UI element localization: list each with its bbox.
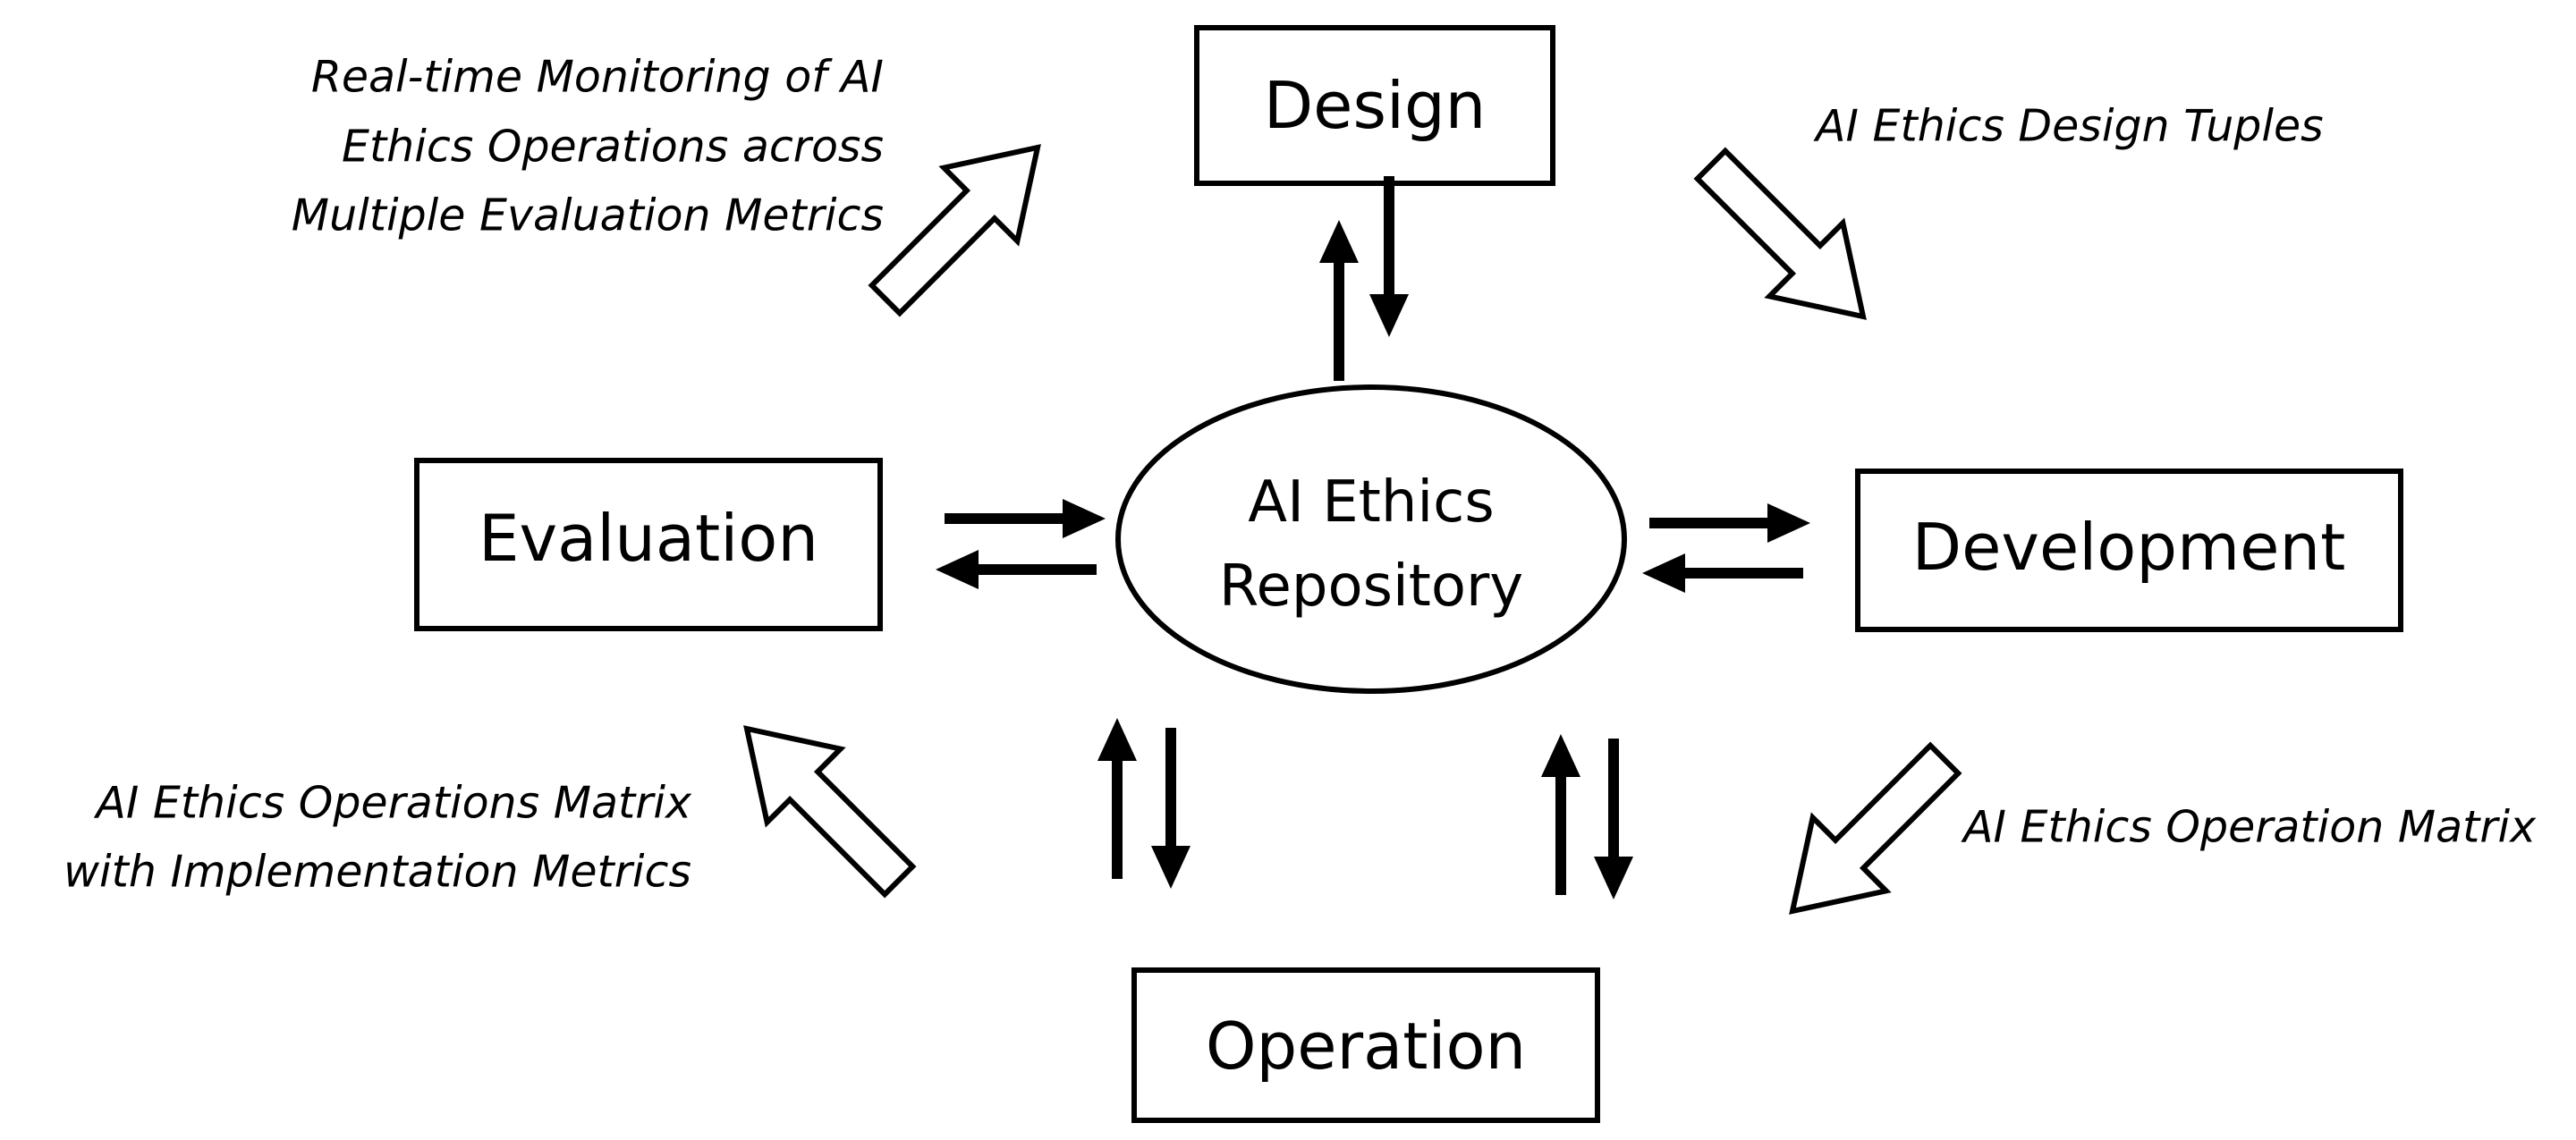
flow-label-evaluation-to-design-line2: Ethics Operations across xyxy=(342,122,884,173)
operation-label: Operation xyxy=(1206,1009,1526,1084)
development-node: Development xyxy=(1855,469,2403,632)
flow-arrow-development-to-operation xyxy=(1756,722,1981,948)
flow-label-evaluation-to-design-line3: Multiple Evaluation Metrics xyxy=(292,190,884,241)
flow-arrow-design-to-development xyxy=(1674,128,1900,353)
evaluation-node: Evaluation xyxy=(414,458,883,631)
arrow-repository-to-design xyxy=(1319,220,1359,381)
evaluation-label: Evaluation xyxy=(479,501,818,576)
design-node: Design xyxy=(1194,25,1555,186)
operation-node: Operation xyxy=(1131,967,1600,1123)
flow-label-design-to-development: AI Ethics Design Tuples xyxy=(1813,101,2324,152)
repository-label-line1: AI Ethics xyxy=(1248,469,1494,536)
flow-arrow-operation-to-evaluation xyxy=(710,692,936,917)
arrow-evaluation-to-repository xyxy=(945,499,1106,538)
arrow-repository-to-operation-left xyxy=(1151,728,1191,889)
design-repository-exchange xyxy=(1319,176,1409,381)
flow-label-operation-to-evaluation: AI Ethics Operations Matrix with Impleme… xyxy=(64,778,692,898)
arrow-repository-to-evaluation xyxy=(936,550,1097,589)
arrow-repository-to-operation-right xyxy=(1594,739,1633,899)
operation-repository-exchange-left xyxy=(1097,718,1191,889)
operation-repository-exchange-right xyxy=(1541,734,1633,899)
arrow-design-to-repository xyxy=(1369,176,1409,337)
flow-label-operation-to-evaluation-line2: with Implementation Metrics xyxy=(64,847,691,898)
arrow-repository-to-development xyxy=(1649,503,1810,543)
repository-label-line2: Repository xyxy=(1219,553,1523,620)
evaluation-repository-exchange xyxy=(936,499,1106,589)
flow-label-evaluation-to-design-line1: Real-time Monitoring of AI xyxy=(311,52,884,103)
flow-label-evaluation-to-design: Real-time Monitoring of AI Ethics Operat… xyxy=(292,52,884,241)
flow-label-development-to-operation: AI Ethics Operation Matrix xyxy=(1961,802,2537,853)
design-label: Design xyxy=(1264,68,1487,143)
flow-label-operation-to-evaluation-line1: AI Ethics Operations Matrix xyxy=(93,778,692,829)
arrow-development-to-repository xyxy=(1642,553,1803,593)
development-repository-exchange xyxy=(1642,503,1810,593)
arrow-operation-to-repository-right xyxy=(1541,734,1580,895)
repository-node: AI Ethics Repository xyxy=(1115,384,1627,694)
arrow-operation-to-repository-left xyxy=(1097,718,1137,879)
development-label: Development xyxy=(1912,510,2346,585)
